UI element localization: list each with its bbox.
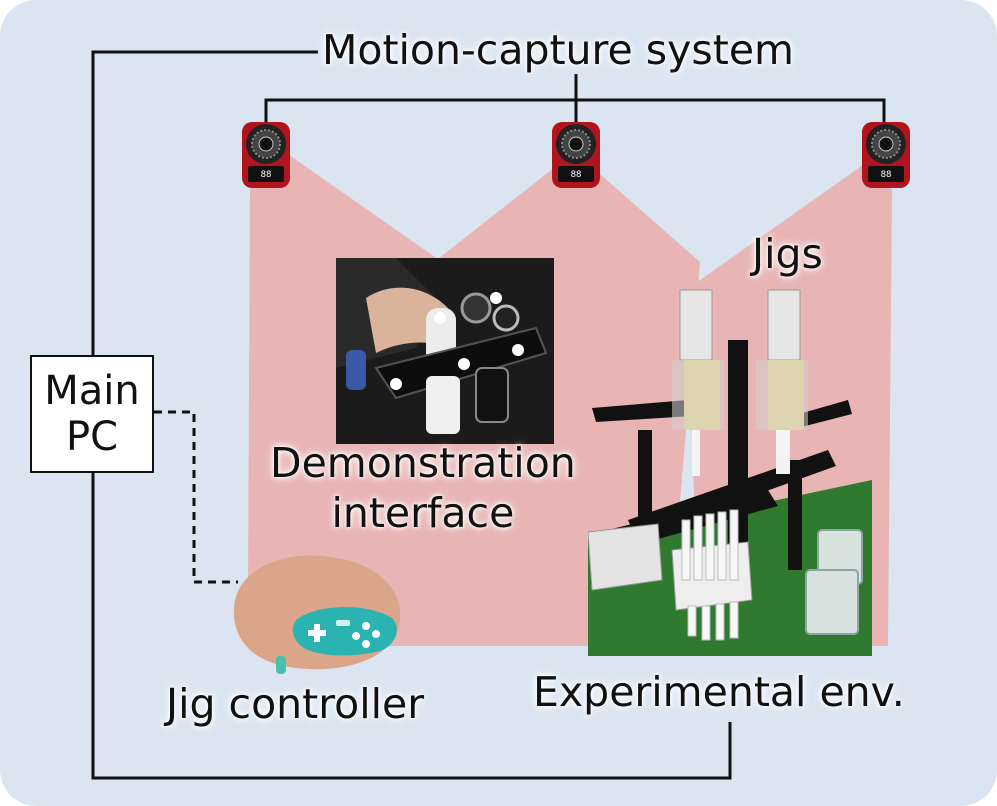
camera-display: 88: [261, 170, 272, 180]
jigs-label: Jigs: [752, 230, 823, 278]
main-pc-label-line1: Main: [44, 368, 140, 414]
jig-controller-photo: [226, 548, 406, 676]
experimental-env-label: Experimental env.: [533, 668, 905, 716]
wire-pc-to-exp-env: [91, 473, 732, 780]
camera-bus-wire: [264, 74, 886, 124]
camera-center: 88: [552, 122, 600, 188]
demonstration-label-line1: Demonstration: [270, 439, 576, 487]
wire-pc-to-jig-controller: [154, 410, 238, 584]
demonstration-interface-photo: [336, 258, 554, 444]
demonstration-label-line2: interface: [331, 489, 515, 537]
main-pc-label-line2: PC: [65, 414, 119, 460]
camera-left: 88: [242, 122, 290, 188]
wire-pc-to-mocap: [91, 50, 318, 355]
motion-capture-label: Motion-capture system: [318, 26, 798, 74]
experimental-env-photo: [588, 280, 872, 656]
camera-display: 88: [881, 170, 892, 180]
main-pc-box: Main PC: [30, 355, 154, 473]
camera-right: 88: [862, 122, 910, 188]
jig-controller-label: Jig controller: [166, 680, 425, 728]
demonstration-interface-label: Demonstration interface: [270, 438, 576, 538]
camera-display: 88: [571, 170, 582, 180]
